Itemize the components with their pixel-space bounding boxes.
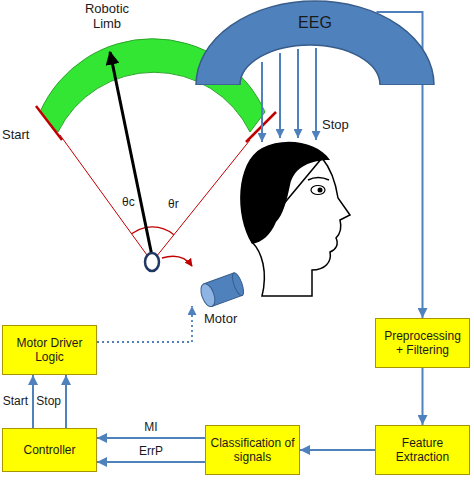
motor-face <box>198 282 217 309</box>
flow-arrow <box>422 368 424 425</box>
angle-label: θc <box>122 196 135 210</box>
signal-label: ErrP <box>137 445 165 459</box>
eeg-cap: EEG <box>195 0 435 85</box>
part-label: Robotic Limb <box>70 2 144 32</box>
cap-label: EEG <box>195 13 435 32</box>
box-label: Preprocessing + Filtering <box>380 329 465 358</box>
flow-arrow <box>65 375 67 428</box>
pupil <box>318 188 323 193</box>
flow-arrow <box>97 437 205 439</box>
eeg-arch <box>195 0 435 85</box>
signal-arrow <box>261 62 263 142</box>
process-box: Feature Extraction <box>375 425 470 475</box>
signal-label: Start <box>1 395 30 409</box>
start-marker <box>36 106 62 140</box>
eeg-arch-shape <box>196 1 434 85</box>
angle-arc <box>132 228 146 234</box>
box-label: Classification of signals <box>210 436 295 465</box>
process-box: Motor Driver Logic <box>2 325 97 375</box>
pivot-joint <box>145 253 159 271</box>
signal-arrow <box>297 49 299 138</box>
box-label: Feature Extraction <box>380 436 465 465</box>
signal-label: Start <box>2 128 29 143</box>
motor-symbol <box>198 272 246 309</box>
signal-arrow <box>279 53 281 138</box>
signal-label: Stop <box>34 395 63 409</box>
signal-label: MI <box>142 421 159 435</box>
motor-back <box>230 272 246 297</box>
angle-label: θr <box>168 198 179 212</box>
process-box: Controller <box>2 428 97 472</box>
rotation-arrow <box>162 256 192 266</box>
signal-label: Stop <box>322 118 349 133</box>
angle-arc <box>145 227 174 235</box>
box-label: Motor Driver Logic <box>7 336 92 365</box>
box-label: Controller <box>23 443 75 457</box>
robotic-limb <box>110 52 152 256</box>
angle-line <box>152 140 250 262</box>
process-box: Classification of signals <box>205 425 300 475</box>
angle-line <box>60 135 152 262</box>
signal-arrow <box>315 48 317 140</box>
process-box: Preprocessing + Filtering <box>375 318 470 368</box>
eyebrow <box>308 178 329 181</box>
flow-arrow <box>300 449 375 451</box>
flow-arrow <box>97 461 205 463</box>
part-label: Motor <box>204 312 237 327</box>
eye <box>311 186 325 195</box>
drive-signal-line <box>97 306 192 342</box>
head-hair <box>240 142 330 244</box>
